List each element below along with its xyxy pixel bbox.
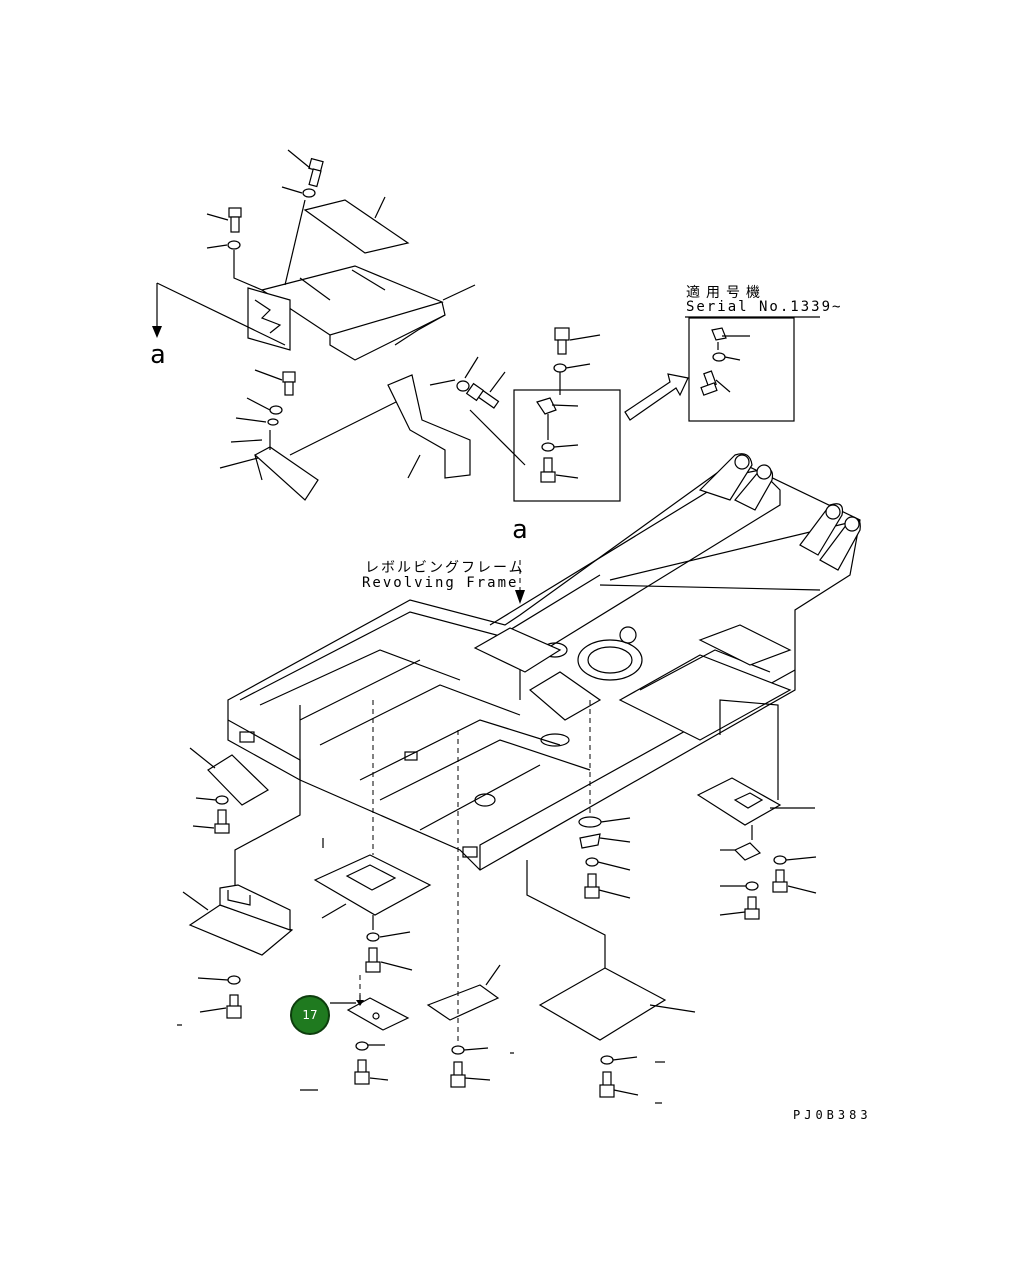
- bolt-icon: [772, 869, 788, 893]
- washer-icon: [269, 405, 283, 415]
- washer-icon: [215, 795, 229, 805]
- part-callout-17[interactable]: 17: [290, 995, 330, 1035]
- washer-icon: [355, 1041, 369, 1051]
- cover-plate-icon: [188, 904, 294, 956]
- washer-icon: [745, 881, 759, 891]
- top-cover-assembly: [152, 149, 476, 361]
- bolt-icon: [450, 1061, 466, 1088]
- bolt-icon: [540, 457, 556, 483]
- washer-icon: [585, 857, 599, 867]
- washer-icon: [541, 442, 555, 452]
- cover-plate-icon: [207, 754, 269, 806]
- washer-icon: [227, 975, 241, 985]
- washer-icon: [366, 932, 380, 942]
- frame-name-jp: レボルビングフレーム: [365, 560, 525, 576]
- cover-plate-icon: [303, 199, 410, 254]
- drawing-code: PJ0B383: [793, 1108, 872, 1122]
- washer-icon: [600, 1055, 614, 1065]
- arrow-right-icon: [624, 373, 689, 421]
- washer-icon: [553, 363, 567, 373]
- cover-plate-icon: [696, 777, 782, 826]
- bolt-icon: [282, 371, 296, 396]
- washer-icon: [773, 855, 787, 865]
- bolt-icon: [465, 382, 500, 409]
- bolt-icon: [584, 873, 600, 899]
- bolt-icon: [554, 327, 570, 355]
- washer-icon: [712, 352, 726, 362]
- side-bracket-assembly: [219, 314, 471, 501]
- under-covers: [177, 699, 817, 1104]
- bolt-icon: [354, 1059, 370, 1085]
- bolt-icon: [744, 896, 760, 920]
- washer-icon: [227, 240, 241, 250]
- frame-name-en: Revolving Frame: [362, 575, 519, 591]
- section-mark-center: a: [512, 515, 528, 545]
- revolving-frame: [227, 453, 861, 871]
- washer-icon: [456, 380, 470, 392]
- washer-icon: [451, 1045, 465, 1055]
- bolt-icon: [700, 370, 718, 396]
- cover-plate-icon: [538, 967, 667, 1041]
- center-bolt-group: [456, 327, 621, 502]
- serial-number: Serial No.1339~: [686, 299, 843, 315]
- bolt-icon: [214, 809, 230, 834]
- washer-icon: [267, 418, 279, 426]
- bolt-icon: [308, 157, 324, 188]
- washer-icon: [302, 188, 316, 198]
- serial-variant-group: [624, 316, 820, 422]
- cover-plate-icon: [313, 854, 432, 916]
- bolt-icon: [365, 947, 381, 973]
- bolt-icon: [228, 207, 242, 233]
- serial-title-jp: 適用号機: [686, 285, 766, 301]
- bolt-icon: [599, 1071, 615, 1098]
- cover-plate-icon: [253, 446, 319, 501]
- cover-plate-icon: [426, 984, 500, 1021]
- section-mark-left: a: [150, 340, 166, 370]
- bolt-icon: [226, 994, 242, 1019]
